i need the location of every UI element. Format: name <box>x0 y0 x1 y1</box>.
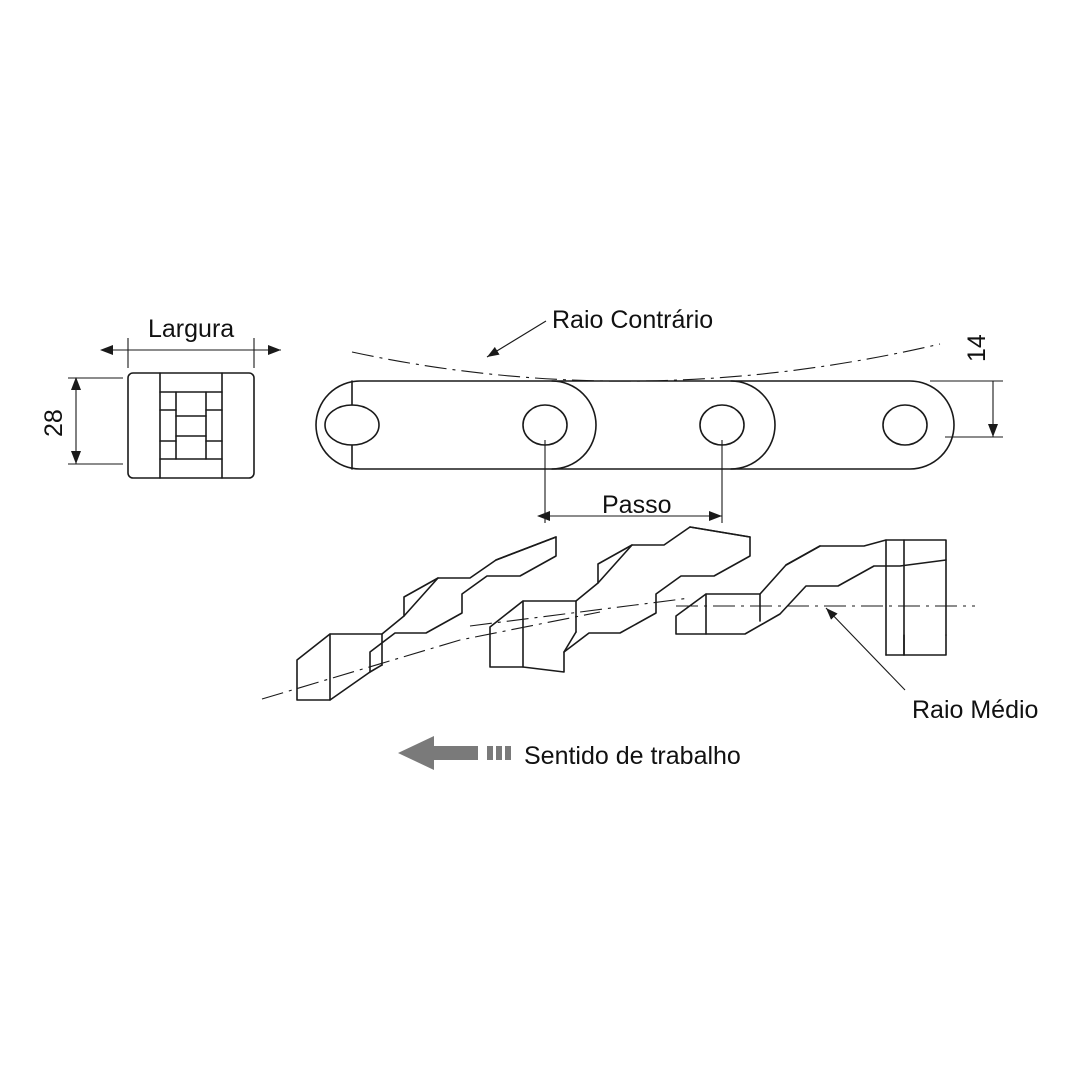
iso-link-a-edge3 <box>369 664 383 673</box>
link-divider-1 <box>551 380 597 470</box>
dimension-passo <box>537 440 723 523</box>
label-raio-medio: Raio Médio <box>912 696 1038 724</box>
chain-link-dividers <box>551 380 776 470</box>
raio-contrario-group <box>351 320 941 382</box>
raio-medio-leader <box>825 607 906 691</box>
raio-contrario-arc <box>351 343 941 382</box>
iso-link-a-edge4 <box>403 577 439 617</box>
pin-hole-1 <box>324 404 380 446</box>
iso-centerline-mid <box>469 597 691 627</box>
dimension-altura <box>68 377 123 465</box>
iso-centerline-left <box>261 611 601 700</box>
label-sentido-trabalho: Sentido de trabalho <box>524 742 741 770</box>
sentido-arrow-group <box>398 736 511 770</box>
label-passo: Passo <box>602 491 671 519</box>
direction-dash-1 <box>487 746 493 760</box>
label-altura-28: 28 <box>40 409 68 437</box>
direction-arrow <box>398 736 478 770</box>
iso-link-c-plate-bottom <box>885 634 947 656</box>
label-dim-14: 14 <box>963 334 991 362</box>
dimension-largura <box>100 338 281 368</box>
iso-link-a-outline <box>296 536 557 701</box>
iso-link-a-edge5 <box>495 536 557 561</box>
pin-hole-4 <box>882 404 928 446</box>
front-view-group <box>127 372 255 479</box>
chain-body-outline <box>315 380 955 470</box>
raio-contrario-leader <box>486 320 547 358</box>
iso-link-b-edge4 <box>597 544 633 584</box>
label-raio-contrario: Raio Contrário <box>552 306 713 334</box>
dimension-14 <box>930 380 1003 438</box>
direction-dash-2 <box>496 746 502 760</box>
pin-hole-2 <box>522 404 568 446</box>
front-view-outline <box>127 372 255 479</box>
pin-hole-3 <box>699 404 745 446</box>
iso-link-c-outline <box>675 539 947 635</box>
label-largura: Largura <box>148 315 234 343</box>
iso-link-b-edge3 <box>563 631 577 653</box>
link-divider-2 <box>730 380 776 470</box>
iso-link-b-edge5 <box>689 526 751 538</box>
iso-link-c-edge3 <box>785 545 821 566</box>
side-view-chain <box>315 380 955 470</box>
direction-dash-3 <box>505 746 511 760</box>
raio-medio-group <box>825 607 906 691</box>
iso-link-b-outline <box>489 526 751 673</box>
isometric-chain-group <box>261 526 975 701</box>
